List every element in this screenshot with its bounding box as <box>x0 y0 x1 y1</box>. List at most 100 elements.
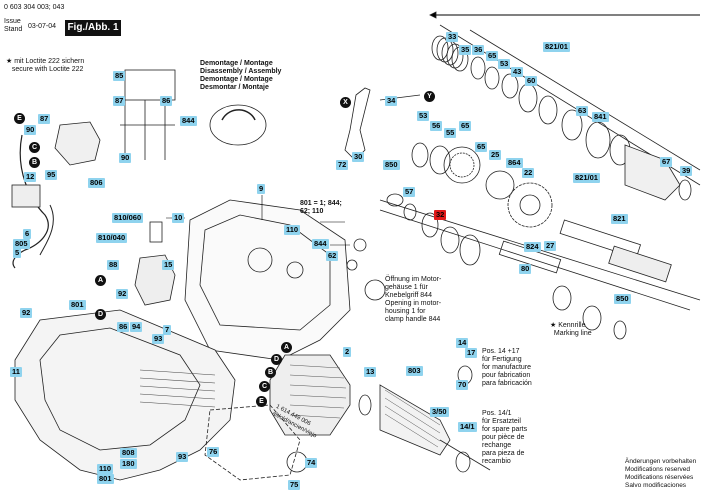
part-label: 85 <box>113 71 126 81</box>
part-label: 53 <box>498 59 511 69</box>
part-label: 803 <box>406 366 423 376</box>
issue-date: 03-07-04 <box>28 23 57 30</box>
part-label: 110 <box>284 225 301 235</box>
changes-note: Änderungen vorbehalten Modifications res… <box>625 458 697 489</box>
part-label: 5 <box>13 248 22 258</box>
part-label: 75 <box>288 480 301 490</box>
part-label: 56 <box>430 121 443 131</box>
part-label: 72 <box>336 160 349 170</box>
part-label: 35 <box>459 45 472 55</box>
part-label: 801 <box>69 300 86 310</box>
part-label: 57 <box>403 187 416 197</box>
part-label: 844 <box>180 116 197 126</box>
part-label: 821/01 <box>543 42 570 52</box>
part-label: 87 <box>38 114 51 124</box>
part-label: 90 <box>119 153 132 163</box>
part-label: 11 <box>10 367 22 377</box>
part-label: 22 <box>522 168 535 178</box>
part-label: 810/040 <box>96 233 128 243</box>
part-label: 12 <box>24 172 37 182</box>
part-label: 25 <box>489 150 502 160</box>
part-label: 94 <box>130 322 143 332</box>
part-label: 841 <box>592 112 609 122</box>
part-label: 65 <box>475 142 488 152</box>
part-label: 36 <box>472 45 485 55</box>
part-label: 805 <box>13 239 30 249</box>
part-label: 850 <box>383 160 400 170</box>
part-label: 88 <box>107 260 120 270</box>
marker-d: D <box>271 354 282 365</box>
part-label: 86 <box>117 322 130 332</box>
marker-c: C <box>29 142 40 153</box>
pos-14-1-note: Pos. 14/1 für Ersatzteil for spare parts… <box>482 410 528 465</box>
part-label: 70 <box>456 380 469 390</box>
disassembly-note: Demontage / Montage Disassembly / Assemb… <box>200 60 282 91</box>
part-label: 67 <box>660 157 673 167</box>
marker-e: E <box>256 396 267 407</box>
part-label: 76 <box>207 447 220 457</box>
part-label: 806 <box>88 178 105 188</box>
part-label: 65 <box>459 121 472 131</box>
part-label: 60 <box>525 76 538 86</box>
part-label: 53 <box>417 111 430 121</box>
part-label: 17 <box>465 348 478 358</box>
marker-a: A <box>281 342 292 353</box>
marker-d: D <box>95 309 106 320</box>
part-label: 30 <box>352 152 365 162</box>
part-label: 93 <box>176 452 189 462</box>
clamp-opening-note: Öffnung im Motor- gehäuse 1 für Knebelgr… <box>385 276 442 323</box>
marker-b: B <box>265 367 276 378</box>
part-label: 110 <box>97 464 114 474</box>
part-label: 86 <box>160 96 173 106</box>
marker-b: B <box>29 157 40 168</box>
part-label: 10 <box>172 213 185 223</box>
part-label: 90 <box>24 125 37 135</box>
part-label: 9 <box>257 184 266 194</box>
marker-y: Y <box>424 91 435 102</box>
part-label: 808 <box>120 448 137 458</box>
part-label: 34 <box>385 96 398 106</box>
figure-badge: Fig./Abb. 1 <box>65 20 121 36</box>
issue-label: Issue Stand <box>4 18 23 33</box>
highlighted-part-label: 32 <box>434 210 447 220</box>
part-label: 844 <box>312 239 329 249</box>
part-label: 180 <box>120 459 137 469</box>
part-label: 87 <box>113 96 126 106</box>
part-label: 39 <box>680 166 693 176</box>
pos-14-17-note: Pos. 14 +17 für Fertigung for manufactur… <box>482 348 532 387</box>
part-label: 93 <box>152 334 165 344</box>
marker-e: E <box>14 113 25 124</box>
marker-a: A <box>95 275 106 286</box>
part-label: 74 <box>305 458 318 468</box>
part-label: 13 <box>364 367 377 377</box>
loctite-note: ★ mit Loctite 222 sichern secure with Lo… <box>6 58 85 73</box>
part-label: 801 <box>97 474 114 484</box>
part-label: 850 <box>614 294 631 304</box>
part-label: 92 <box>116 289 129 299</box>
part-label: 55 <box>444 128 457 138</box>
part-label: 65 <box>486 51 499 61</box>
part-label: 3/50 <box>430 407 449 417</box>
part-label: 62 <box>326 251 339 261</box>
part-label: 95 <box>45 170 58 180</box>
part-label: 63 <box>576 106 589 116</box>
part-label: 810/060 <box>112 213 144 223</box>
part-label: 821/01 <box>573 173 600 183</box>
part-label: 821 <box>611 214 628 224</box>
part-label: 33 <box>446 32 459 42</box>
part-label: 824 <box>524 242 541 252</box>
part-label: 92 <box>20 308 33 318</box>
part-label: 6 <box>23 229 32 239</box>
part-label: 27 <box>544 241 557 251</box>
part-label: 14 <box>456 338 469 348</box>
part-label: 43 <box>511 67 524 77</box>
part-label: 2 <box>343 347 352 357</box>
part-label: 864 <box>506 158 523 168</box>
part-label: 15 <box>162 260 175 270</box>
marker-x: X <box>340 97 351 108</box>
note-801: 801 = 1; 844; 62; 110 <box>300 200 342 215</box>
marker-c: C <box>259 381 270 392</box>
part-label: 80 <box>519 264 532 274</box>
part-label: 14/1 <box>458 422 477 432</box>
